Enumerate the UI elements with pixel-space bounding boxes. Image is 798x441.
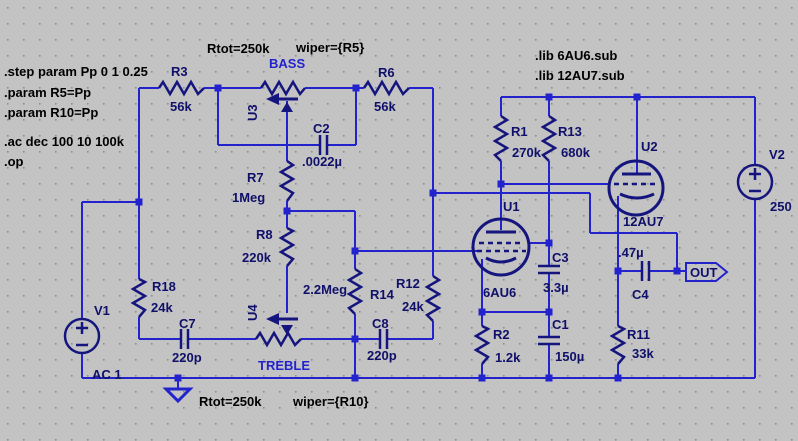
resistor-r7[interactable]: R7 1Meg	[232, 159, 296, 205]
resistor-r3[interactable]: R3 56k	[157, 64, 205, 114]
r11-value: 33k	[632, 346, 654, 361]
r18-designator: R18	[152, 279, 176, 294]
resistor-r8[interactable]: R8 220k	[242, 226, 296, 267]
directive-param-r5: .param R5=Pp	[4, 85, 91, 100]
spice-directives[interactable]: .step param Pp 0 1 0.25 .param R5=Pp .pa…	[4, 48, 625, 169]
c1-value: 150µ	[555, 349, 584, 364]
c1-designator: C1	[552, 317, 569, 332]
treble-wiper-label: wiper={R10}	[292, 394, 369, 409]
c2-designator: C2	[313, 121, 330, 136]
directive-ac: .ac dec 100 10 100k	[4, 134, 125, 149]
resistor-r14[interactable]: 2.2Meg R14	[303, 267, 395, 315]
r7-value: 1Meg	[232, 190, 265, 205]
r13-designator: R13	[558, 124, 582, 139]
directive-lib-6au6: .lib 6AU6.sub	[535, 48, 617, 63]
directive-param-r10: .param R10=Pp	[4, 105, 98, 120]
r13-value: 680k	[561, 145, 591, 160]
r8-value: 220k	[242, 250, 272, 265]
capacitor-c4[interactable]: .47µ C4	[618, 245, 651, 302]
capacitor-c2[interactable]: C2 .0022µ	[302, 121, 342, 169]
tube-u2-12au7[interactable]: U2 12AU7	[607, 139, 665, 229]
pot-annotations: Rtot=250k wiper={R5} Rtot=250k wiper={R1…	[199, 40, 369, 409]
capacitor-c1[interactable]: C1 150µ	[538, 317, 584, 364]
c2-value: .0022µ	[302, 154, 342, 169]
r8-designator: R8	[256, 227, 273, 242]
r6-value: 56k	[374, 99, 396, 114]
c8-value: 220p	[367, 348, 397, 363]
c3-value: 3.3µ	[543, 280, 569, 295]
v2-value: 250	[770, 199, 792, 214]
r3-designator: R3	[171, 64, 188, 79]
u4-designator: U4	[245, 304, 260, 321]
r12-designator: R12	[396, 276, 420, 291]
resistor-r2[interactable]: R2 1.2k	[473, 324, 521, 365]
r7-designator: R7	[247, 170, 264, 185]
c8-designator: C8	[372, 316, 389, 331]
r1-designator: R1	[511, 124, 528, 139]
treble-label: TREBLE	[258, 358, 310, 373]
r2-designator: R2	[493, 327, 510, 342]
v1-designator: V1	[94, 303, 110, 318]
voltage-source-v2[interactable]: V2 250	[736, 147, 792, 214]
treble-rtot-label: Rtot=250k	[199, 394, 262, 409]
bass-label: BASS	[269, 56, 305, 71]
r11-designator: R11	[627, 327, 650, 342]
u1-value: 6AU6	[483, 285, 516, 300]
capacitor-c3[interactable]: C3 3.3µ	[538, 250, 569, 295]
c7-value: 220p	[172, 350, 202, 365]
u2-designator: U2	[641, 139, 658, 154]
directive-op: .op	[4, 154, 24, 169]
v1-value: AC 1	[92, 367, 122, 382]
resistor-r1[interactable]: R1 270k	[492, 114, 542, 162]
capacitor-c7[interactable]: C7 220p	[172, 316, 202, 365]
c3-designator: C3	[552, 250, 569, 265]
c4-value: .47µ	[618, 245, 644, 260]
out-port-label: OUT	[690, 265, 718, 280]
resistor-r6[interactable]: R6 56k	[362, 65, 410, 114]
capacitor-c8[interactable]: C8 220p	[367, 316, 397, 363]
directive-lib-12au7: .lib 12AU7.sub	[535, 68, 625, 83]
resistor-r12[interactable]: R12 24k	[396, 274, 442, 322]
r6-designator: R6	[378, 65, 395, 80]
ground-symbol[interactable]	[162, 387, 194, 404]
r1-value: 270k	[512, 145, 542, 160]
resistor-r18[interactable]: R18 24k	[130, 277, 176, 318]
r18-value: 24k	[151, 300, 173, 315]
voltage-source-v1[interactable]: V1 AC 1	[63, 303, 122, 382]
tube-u1-6au6[interactable]: U1 6AU6	[471, 199, 531, 300]
bass-wiper-label: wiper={R5}	[295, 40, 364, 55]
junction-dots	[135, 84, 681, 382]
u3-designator: U3	[245, 104, 260, 121]
c4-designator: C4	[632, 287, 649, 302]
potentiometer-bass-u3[interactable]: BASS U3	[245, 56, 306, 121]
v2-designator: V2	[769, 147, 785, 162]
r14-designator: R14	[370, 287, 395, 302]
potentiometer-treble-u4[interactable]: TREBLE U4	[245, 304, 310, 373]
r12-value: 24k	[402, 299, 424, 314]
r3-value: 56k	[170, 99, 192, 114]
resistor-r13[interactable]: R13 680k	[540, 114, 591, 162]
r14-value: 2.2Meg	[303, 282, 347, 297]
r2-value: 1.2k	[495, 350, 521, 365]
u1-designator: U1	[503, 199, 520, 214]
u2-value: 12AU7	[623, 214, 663, 229]
c7-designator: C7	[179, 316, 196, 331]
bass-rtot-label: Rtot=250k	[207, 41, 270, 56]
directive-step: .step param Pp 0 1 0.25	[4, 64, 148, 79]
resistor-r11[interactable]: R11 33k	[609, 324, 654, 365]
out-port[interactable]: OUT	[685, 262, 729, 282]
